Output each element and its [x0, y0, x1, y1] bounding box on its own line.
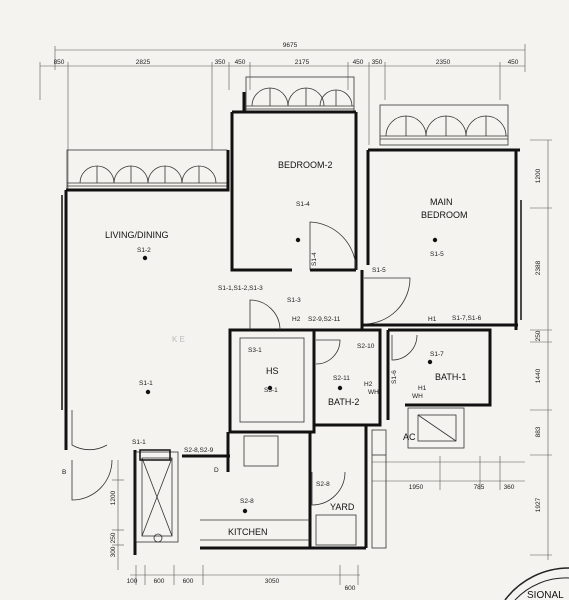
room-hs: HS	[266, 366, 279, 376]
label-d-mark: D	[214, 467, 219, 474]
dim-left-250: 250	[110, 532, 117, 543]
room-bedroom-2: BEDROOM-2	[278, 160, 333, 170]
dim-bottom-600a: 600	[154, 578, 165, 585]
room-kitchen: KITCHEN	[228, 527, 268, 537]
dim-yard-785: 785	[474, 484, 485, 491]
doors	[71, 221, 418, 506]
label-s1-5-a: S1-5	[430, 251, 444, 258]
label-wh-a: WH	[412, 393, 423, 400]
dim-right-2388: 2388	[535, 260, 542, 275]
room-ac: AC	[403, 432, 416, 442]
dimension-lines-right	[530, 139, 552, 560]
label-s1-4-a: S1-4	[296, 201, 310, 208]
label-s2-8-b: S2-8	[316, 481, 330, 488]
label-s2-10: S2-10	[357, 343, 375, 350]
label-s1-1-c: S1-1	[132, 439, 146, 446]
label-b-mark: B	[62, 469, 66, 476]
dim-right-1200: 1200	[535, 168, 542, 183]
label-h1-b: H1	[418, 385, 427, 392]
bay-window-main-bedroom	[379, 104, 509, 146]
dim-yard-1950: 1950	[409, 484, 424, 491]
dim-left-300: 300	[110, 546, 117, 557]
room-yard: YARD	[330, 502, 355, 512]
label-h2-s2: S2-9,S2-11	[308, 316, 341, 323]
dim-left-1200: 1200	[110, 490, 117, 505]
dim-top-450a: 450	[235, 59, 246, 66]
dim-top-850: 850	[54, 59, 65, 66]
room-living-dining: LIVING/DINING	[105, 230, 169, 240]
professional-stamp: SIONAL	[504, 567, 569, 600]
label-h1-a: H1	[428, 316, 437, 323]
label-s3-1-a: S3-1	[248, 347, 262, 354]
dim-top-450c: 450	[508, 59, 519, 66]
dimension-lines-yard	[372, 456, 525, 490]
label-ke-faded: K E	[172, 335, 185, 344]
room-bath-2: BATH-2	[328, 397, 359, 407]
dim-top-2825: 2825	[136, 59, 151, 66]
dimension-lines-left	[112, 460, 124, 570]
point-markers	[142, 237, 438, 514]
label-s1-4-b: S1-4	[311, 252, 318, 266]
label-s1-2: S1-2	[137, 247, 151, 254]
room-bedroom-label: BEDROOM	[421, 210, 468, 220]
dim-right-883: 883	[535, 426, 542, 437]
dim-bottom-600b: 600	[183, 578, 194, 585]
dim-top-450b: 450	[353, 59, 364, 66]
dim-top-350a: 350	[215, 59, 226, 66]
dim-right-250: 250	[535, 330, 542, 341]
dim-right-1927: 1927	[535, 497, 542, 512]
label-h2-b: H2	[364, 381, 373, 388]
kitchen-fixtures	[135, 435, 310, 543]
label-s1-row: S1-1,S1-2,S1-3	[218, 285, 263, 292]
label-s3-1-b: S3-1	[264, 387, 278, 394]
label-s1-5-b: S1-5	[372, 267, 386, 274]
bay-window-bedroom2	[245, 76, 355, 114]
label-h2: H2	[292, 316, 301, 323]
dim-top-350b: 350	[372, 59, 383, 66]
label-s2-11: S2-11	[333, 375, 350, 382]
dimension-lines-bottom	[130, 565, 360, 585]
dimension-lines-top	[39, 44, 526, 190]
dim-top-2175: 2175	[295, 59, 310, 66]
dim-yard-360: 360	[504, 484, 515, 491]
room-main-label: MAIN	[430, 197, 453, 207]
stamp-text: SIONAL	[527, 590, 564, 600]
label-s1-7: S1-7	[430, 351, 444, 358]
dim-bottom-600c: 600	[345, 585, 356, 592]
label-h1-s1: S1-7,S1-6	[452, 315, 482, 322]
label-s1-1: S1-1	[139, 380, 153, 387]
label-wh-b: WH	[368, 389, 379, 396]
dim-bottom-100: 100	[127, 578, 138, 585]
dim-bottom-3050: 3050	[265, 578, 280, 585]
dim-overall-top: 9675	[283, 42, 298, 49]
label-s2-8-row: S2-8,S2-9	[184, 447, 214, 454]
bay-window-living	[66, 149, 228, 191]
label-s2-8: S2-8	[240, 498, 254, 505]
dim-top-2350: 2350	[436, 59, 451, 66]
dim-right-1440: 1440	[535, 368, 542, 383]
label-s1-6: S1-6	[391, 370, 398, 384]
room-bath-1: BATH-1	[435, 372, 466, 382]
label-s1-3: S1-3	[287, 297, 301, 304]
walls	[61, 92, 522, 555]
